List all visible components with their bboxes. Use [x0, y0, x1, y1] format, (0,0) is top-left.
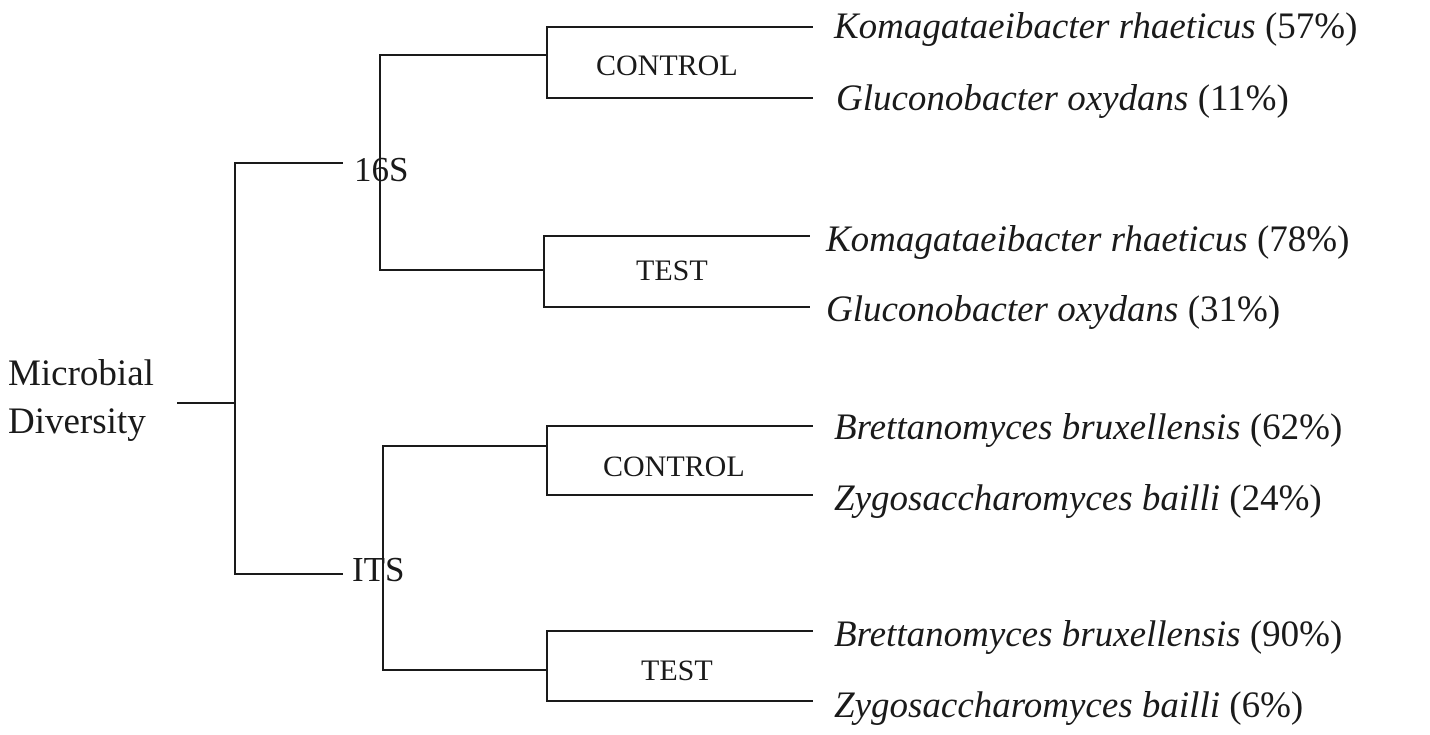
root-label-line-1: Microbial [8, 353, 154, 394]
group-16s-control: CONTROL [596, 49, 738, 82]
marker-its: ITS [352, 550, 405, 589]
leaf-species: Gluconobacter oxydans [836, 78, 1189, 119]
leaf-its-control-1: Brettanomyces bruxellensis (62%) [834, 409, 1342, 446]
marker-16s: 16S [354, 150, 409, 189]
leaf-16s-control-1: Komagataeibacter rhaeticus (57%) [834, 8, 1357, 45]
leaf-species: Zygosaccharomyces bailli [834, 685, 1221, 726]
leaf-species: Brettanomyces bruxellensis [834, 614, 1241, 655]
leaf-16s-control-2: Gluconobacter oxydans (11%) [836, 80, 1289, 117]
leaf-percent: (6%) [1229, 685, 1304, 726]
leaf-species: Brettanomyces bruxellensis [834, 407, 1241, 448]
leaf-percent: (62%) [1249, 407, 1343, 448]
leaf-its-control-2: Zygosaccharomyces bailli (24%) [834, 480, 1322, 517]
root-label: Microbial Diversity [8, 350, 154, 446]
group-16s-test: TEST [636, 254, 708, 287]
leaf-its-test-2: Zygosaccharomyces bailli (6%) [834, 687, 1303, 724]
group-its-test: TEST [641, 654, 713, 687]
root-label-line-2: Diversity [8, 401, 146, 442]
leaf-percent: (11%) [1197, 78, 1289, 119]
leaf-percent: (78%) [1256, 219, 1350, 260]
leaf-percent: (90%) [1249, 614, 1343, 655]
group-its-control: CONTROL [603, 450, 745, 483]
leaf-percent: (57%) [1264, 6, 1358, 47]
leaf-species: Zygosaccharomyces bailli [834, 478, 1221, 519]
leaf-16s-test-2: Gluconobacter oxydans (31%) [826, 291, 1280, 328]
leaf-its-test-1: Brettanomyces bruxellensis (90%) [834, 616, 1342, 653]
leaf-species: Komagataeibacter rhaeticus [826, 219, 1248, 260]
leaf-percent: (31%) [1187, 289, 1281, 330]
leaf-species: Gluconobacter oxydans [826, 289, 1179, 330]
leaf-species: Komagataeibacter rhaeticus [834, 6, 1256, 47]
leaf-percent: (24%) [1229, 478, 1322, 519]
leaf-16s-test-1: Komagataeibacter rhaeticus (78%) [826, 221, 1349, 258]
